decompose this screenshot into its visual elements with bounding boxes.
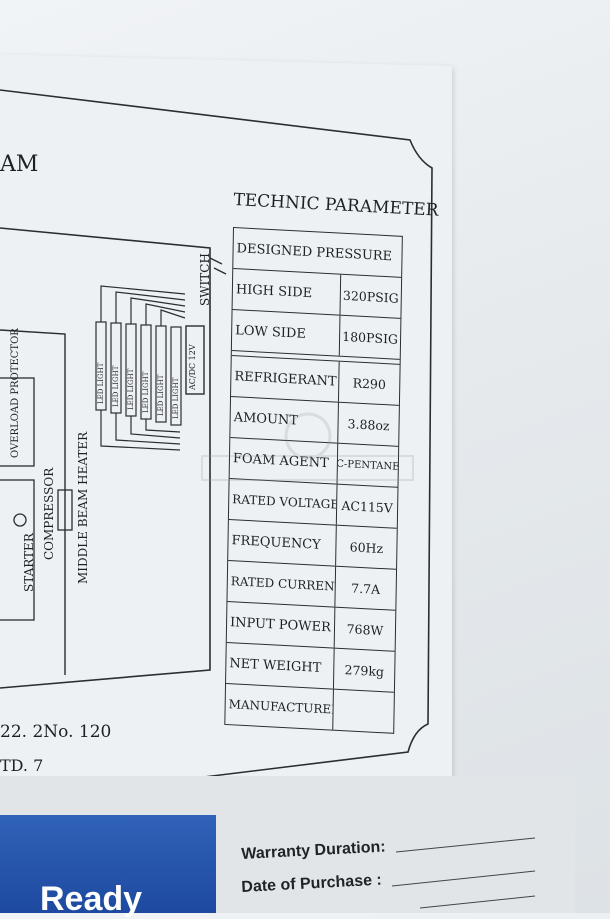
switch-symbol: [209, 257, 227, 275]
adapter-box: [185, 325, 205, 395]
led-light-array: [95, 285, 186, 451]
code-line-2: TD. 7: [0, 756, 44, 775]
sticker-frame: [0, 89, 433, 803]
compressor-terminal: [13, 513, 27, 527]
watermark-logo: [201, 412, 414, 481]
overload-protector-box: [0, 377, 35, 467]
main-circuit-wire: [0, 227, 211, 689]
diagram-title: AM: [0, 152, 39, 177]
date-of-purchase-line: [391, 870, 536, 887]
brand-panel: [0, 815, 216, 913]
warranty-duration-line: [395, 837, 536, 853]
extra-line: [419, 895, 536, 909]
heater-symbol: [57, 489, 73, 531]
compressor-box: [0, 479, 35, 621]
neutral-wire: [0, 329, 66, 675]
ready-brand-text: Ready: [40, 880, 143, 918]
code-line-1: 22. 2No. 120: [0, 722, 112, 742]
